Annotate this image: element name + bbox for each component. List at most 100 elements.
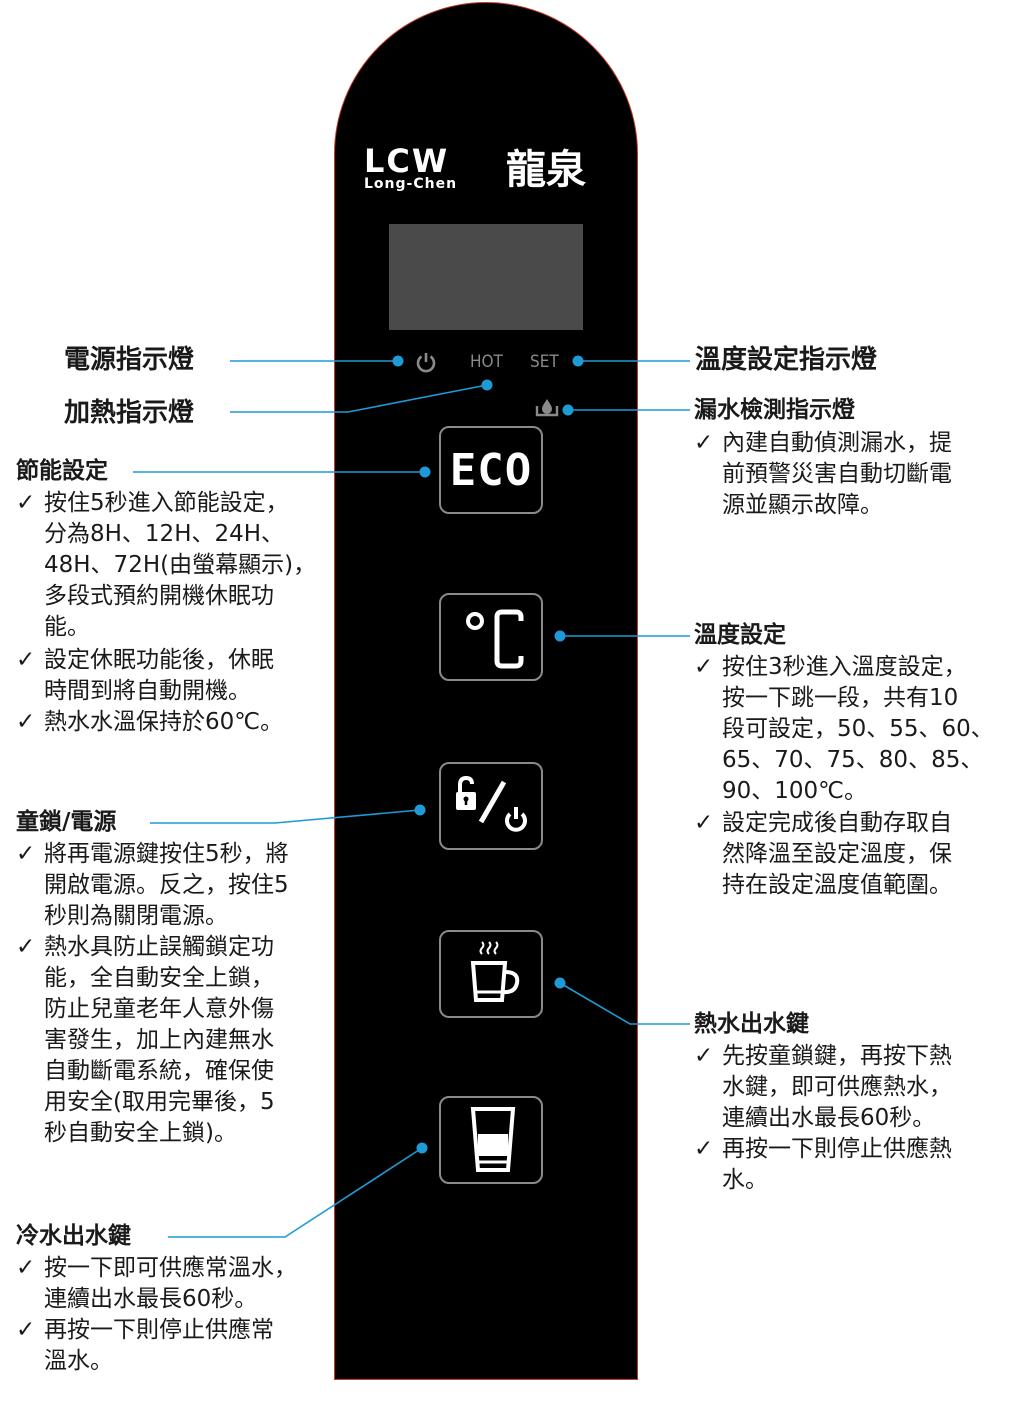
bullet-line: 水。 xyxy=(722,1167,768,1193)
set-indicator: SET xyxy=(530,352,559,372)
display-screen xyxy=(389,224,583,330)
bullet-line: 秒則為關閉電源。 xyxy=(44,903,228,929)
cold-water-button[interactable] xyxy=(439,1096,543,1184)
temperature-button[interactable] xyxy=(439,593,543,681)
hot-cup-icon xyxy=(470,941,520,1002)
temp-bullet-2: ✓設定完成後自動存取自然降溫至設定溫度，保持在設定溫度值範圍。 xyxy=(694,808,952,901)
leak-bullet-1: ✓ 內建自動偵測漏水，提前預警災害自動切斷電源並顯示故障。 xyxy=(694,428,952,521)
hot-title: 熱水出水鍵 xyxy=(694,1011,809,1037)
check-icon: ✓ xyxy=(694,430,714,456)
brand-chinese: 龍泉 xyxy=(506,147,586,193)
bullet-line: 內建自動偵測漏水，提 xyxy=(722,430,952,456)
callout-line-hot xyxy=(559,982,690,1025)
bullet-line: 連續出水最長60秒。 xyxy=(44,1286,258,1312)
bullet-line: 設定休眠功能後，休眠 xyxy=(44,647,274,673)
power-icon xyxy=(416,353,436,373)
check-icon: ✓ xyxy=(16,934,36,960)
callout-dot-temp-set-indicator xyxy=(572,355,584,367)
temp-set-indicator-label: 溫度設定指示燈 xyxy=(695,345,878,375)
eco-bullet-1: ✓ 按住5秒進入節能設定， 分為8H、12H、24H、 48H、72H(由螢幕顯示)，… xyxy=(16,488,316,643)
lock-power-icon xyxy=(456,775,527,832)
brand-lcw: LCW xyxy=(364,142,450,180)
bullet-line: 按一下即可供應常溫水， xyxy=(44,1255,297,1281)
bullet-line: 65、70、75、80、85、 xyxy=(722,747,984,773)
callout-dot-leak xyxy=(562,404,574,416)
check-icon: ✓ xyxy=(694,810,714,836)
eco-button-label: ECO xyxy=(449,444,533,496)
temp-bullet-1: ✓ 按住3秒進入溫度設定， 按一下跳一段，共有10 段可設定，50、55、60、 65、… xyxy=(694,652,994,807)
bullet-line: 溫水。 xyxy=(44,1348,113,1374)
bullet-line: 水鍵，即可供應熱水， xyxy=(722,1074,952,1100)
bullet-line: 用安全(取用完畢後，5 xyxy=(44,1089,275,1115)
bullet-line: 秒自動安全上鎖)。 xyxy=(44,1120,237,1146)
bullet-line: 源並顯示故障。 xyxy=(722,492,883,518)
leak-drop-icon xyxy=(535,399,559,417)
water-glass-icon xyxy=(470,1107,516,1172)
bullet-line: 設定完成後自動存取自 xyxy=(722,810,952,836)
bullet-line: 前預警災害自動切斷電 xyxy=(722,461,952,487)
bullet-line: 持在設定溫度值範圍。 xyxy=(722,872,952,898)
callout-dot-lock xyxy=(414,804,426,816)
bullet-line: 90、100℃。 xyxy=(722,778,867,804)
bullet-line: 按一下跳一段，共有10 xyxy=(722,685,959,711)
child-lock-power-button[interactable] xyxy=(439,762,543,850)
lock-title: 童鎖/電源 xyxy=(16,809,117,835)
check-icon: ✓ xyxy=(694,1043,714,1069)
bullet-line: 48H、72H(由螢幕顯示)， xyxy=(44,552,317,578)
check-icon: ✓ xyxy=(16,1317,36,1343)
cold-bullet-1: ✓ 按一下即可供應常溫水， 連續出水最長60秒。 xyxy=(16,1253,297,1315)
leak-title: 漏水檢測指示燈 xyxy=(694,397,855,423)
bullet-line: 能，全自動安全上鎖， xyxy=(44,965,274,991)
callout-dot-heating-indicator xyxy=(481,379,493,391)
check-icon: ✓ xyxy=(16,647,36,673)
bullet-line: 多段式預約開機休眠功 xyxy=(44,583,274,609)
bullet-line: 分為8H、12H、24H、 xyxy=(44,521,285,547)
hot-bullet-1: ✓ 先按童鎖鍵，再按下熱水鍵，即可供應熱水， 連續出水最長60秒。 xyxy=(694,1041,952,1134)
bullet-line: 按住5秒進入節能設定， xyxy=(44,490,289,516)
bullet-line: 再按一下則停止供應熱 xyxy=(722,1136,952,1162)
check-icon: ✓ xyxy=(694,654,714,680)
lock-bullet-2: ✓ 熱水具防止誤觸鎖定功能，全自動安全上鎖， 防止兒童老年人意外傷害發生，加上內建無… xyxy=(16,932,275,1149)
callout-dot-power-indicator xyxy=(392,355,404,367)
bullet-line: 防止兒童老年人意外傷 xyxy=(44,996,274,1022)
hot-water-button[interactable] xyxy=(439,930,543,1018)
bullet-line: 害發生，加上內建無水 xyxy=(44,1027,274,1053)
check-icon: ✓ xyxy=(16,490,36,516)
bullet-line: 先按童鎖鍵，再按下熱 xyxy=(722,1043,952,1069)
check-icon: ✓ xyxy=(16,709,36,735)
eco-bullet-2: ✓ 設定休眠功能後，休眠時間到將自動開機。 xyxy=(16,645,274,707)
callout-line-lock xyxy=(150,809,421,824)
eco-bullet-3: ✓ 熱水水溫保持於60℃。 xyxy=(16,707,283,738)
bullet-line: 開啟電源。反之，按住5 xyxy=(44,872,289,898)
bullet-line: 自動斷電系統，確保使 xyxy=(44,1058,274,1084)
brand-latin: Long-Chen xyxy=(364,176,458,192)
check-icon: ✓ xyxy=(16,841,36,867)
callout-dot-temp xyxy=(554,630,566,642)
hot-bullet-2: ✓再按一下則停止供應熱水。 xyxy=(694,1134,952,1196)
hot-indicator: HOT xyxy=(470,352,503,372)
bullet-line: 熱水水溫保持於60℃。 xyxy=(44,709,284,735)
heating-indicator-label: 加熱指示燈 xyxy=(64,398,195,428)
eco-button[interactable]: ECO xyxy=(439,426,543,514)
brand-logo: LCW Long-Chen 龍泉 xyxy=(364,142,624,194)
temp-title: 溫度設定 xyxy=(694,622,786,648)
bullet-line: 再按一下則停止供應常 xyxy=(44,1317,274,1343)
callout-dot-cold xyxy=(416,1142,428,1154)
bullet-line: 按住3秒進入溫度設定， xyxy=(722,654,967,680)
bullet-line: 段可設定，50、55、60、 xyxy=(722,716,994,742)
callout-line-heating-indicator xyxy=(230,384,488,413)
callout-dot-hot xyxy=(554,977,566,989)
callout-line-cold xyxy=(168,1147,423,1238)
cold-bullet-2: ✓ 再按一下則停止供應常溫水。 xyxy=(16,1315,274,1377)
check-icon: ✓ xyxy=(16,1255,36,1281)
bullet-line: 熱水具防止誤觸鎖定功 xyxy=(44,934,274,960)
celsius-icon xyxy=(466,609,524,669)
cold-title: 冷水出水鍵 xyxy=(16,1223,131,1249)
power-indicator-label: 電源指示燈 xyxy=(64,345,195,375)
callout-dot-eco xyxy=(419,466,431,478)
bullet-line: 能。 xyxy=(44,614,90,640)
bullet-line: 時間到將自動開機。 xyxy=(44,678,251,704)
bullet-line: 連續出水最長60秒。 xyxy=(722,1105,936,1131)
